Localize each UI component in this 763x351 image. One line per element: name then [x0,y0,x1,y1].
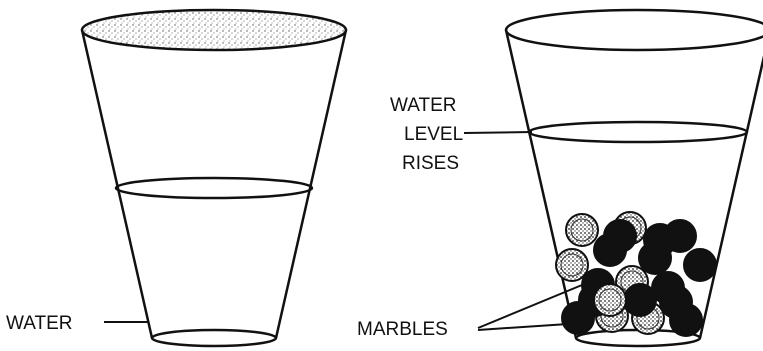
left-beaker [80,8,348,348]
water-label: WATER [6,313,73,334]
left-beaker-base [150,328,278,348]
marble-inner-ring [570,218,594,242]
marbles-label: MARBLES [357,319,448,340]
marble-dark [643,223,677,257]
left-beaker-left-wall [80,29,154,339]
water-level-leader-line [463,131,533,134]
marble-inner-ring [560,253,584,277]
marble-inner-ring [598,288,622,312]
left-water-surface [114,176,314,200]
marble-dark [603,219,637,253]
right-beaker-left-wall [504,29,578,339]
marble-dark [659,285,693,319]
right-water-surface [527,120,749,144]
marbles-group [555,211,717,337]
water-level-rises-line-1: WATER [390,95,457,116]
marbles-leader-line-lower [477,323,569,331]
left-beaker-right-wall [274,29,348,339]
water-level-rises-line-2: LEVEL [404,124,463,145]
right-beaker-right-wall [698,55,763,339]
marble-dark [623,283,657,317]
right-beaker-rim [504,8,763,52]
water-level-rises-line-3: RISES [402,153,459,174]
left-beaker-rim [80,8,348,52]
marbles-leader-line-upper [477,284,583,329]
marble-dark [683,248,717,282]
